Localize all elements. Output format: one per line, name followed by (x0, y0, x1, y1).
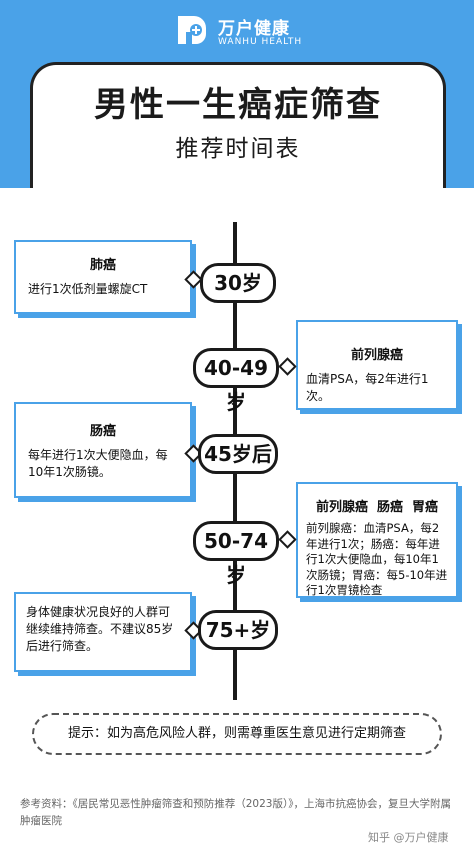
screening-card-colorectal: 肠癌 每年进行1次大便隐血，每10年1次肠镜。 (14, 402, 192, 498)
card-title: 肠癌 (89, 424, 116, 439)
age-badge: 50-74岁 (193, 521, 279, 587)
screening-card-multi: 前列腺癌 肠癌 胃癌 前列腺癌：血清PSA，每2年进行1次；肠癌：每年进行1次大… (296, 482, 458, 598)
elephant-cross-logo-icon (178, 16, 206, 44)
brand-logo: 万户健康 WANHU HEALTH (172, 10, 312, 54)
screening-card-prostate: 前列腺癌 血清PSA，每2年进行1次。 (296, 320, 458, 410)
screening-card-elderly: 身体健康状况良好的人群可继续维持筛查。不建议85岁后进行筛查。 (14, 592, 192, 672)
card-text: 血清PSA，每2年进行1次。 (306, 372, 429, 403)
age-badge: 30岁 (200, 263, 276, 303)
age-badge: 75+岁 (198, 610, 278, 650)
card-text: 前列腺癌：血清PSA，每2年进行1次；肠癌：每年进行1次大便隐血，每10年1次肠… (306, 521, 448, 597)
card-title: 前列腺癌 肠癌 胃癌 (315, 500, 439, 515)
card-title: 肺癌 (89, 258, 116, 273)
tip-box: 提示：如为高危风险人群，则需尊重医生意见进行定期筛查 (32, 713, 442, 755)
header-band: 万户健康 WANHU HEALTH 男性一生癌症筛查 推荐时间表 (0, 0, 474, 191)
card-title: 前列腺癌 (350, 348, 403, 363)
reference-text: 参考资料：《居民常见恶性肿瘤筛查和预防推荐（2023版）》，上海市抗癌协会，复旦… (20, 798, 451, 827)
page-subtitle: 推荐时间表 (175, 136, 301, 162)
card-text: 进行1次低剂量螺旋CT (28, 282, 148, 296)
watermark: 知乎 @万户健康 (368, 831, 449, 844)
brand-name: 万户健康 (218, 19, 290, 39)
page-title: 男性一生癌症筛查 (94, 85, 382, 125)
card-text: 身体健康状况良好的人群可继续维持筛查。不建议85岁后进行筛查。 (26, 605, 174, 653)
age-badge: 40-49岁 (193, 348, 279, 414)
age-badge: 45岁后 (198, 434, 278, 474)
title-card: 男性一生癌症筛查 推荐时间表 (30, 62, 446, 191)
screening-card-lung: 肺癌 进行1次低剂量螺旋CT (14, 240, 192, 314)
brand-name-en: WANHU HEALTH (218, 37, 303, 47)
card-text: 每年进行1次大便隐血，每10年1次肠镜。 (28, 448, 168, 479)
